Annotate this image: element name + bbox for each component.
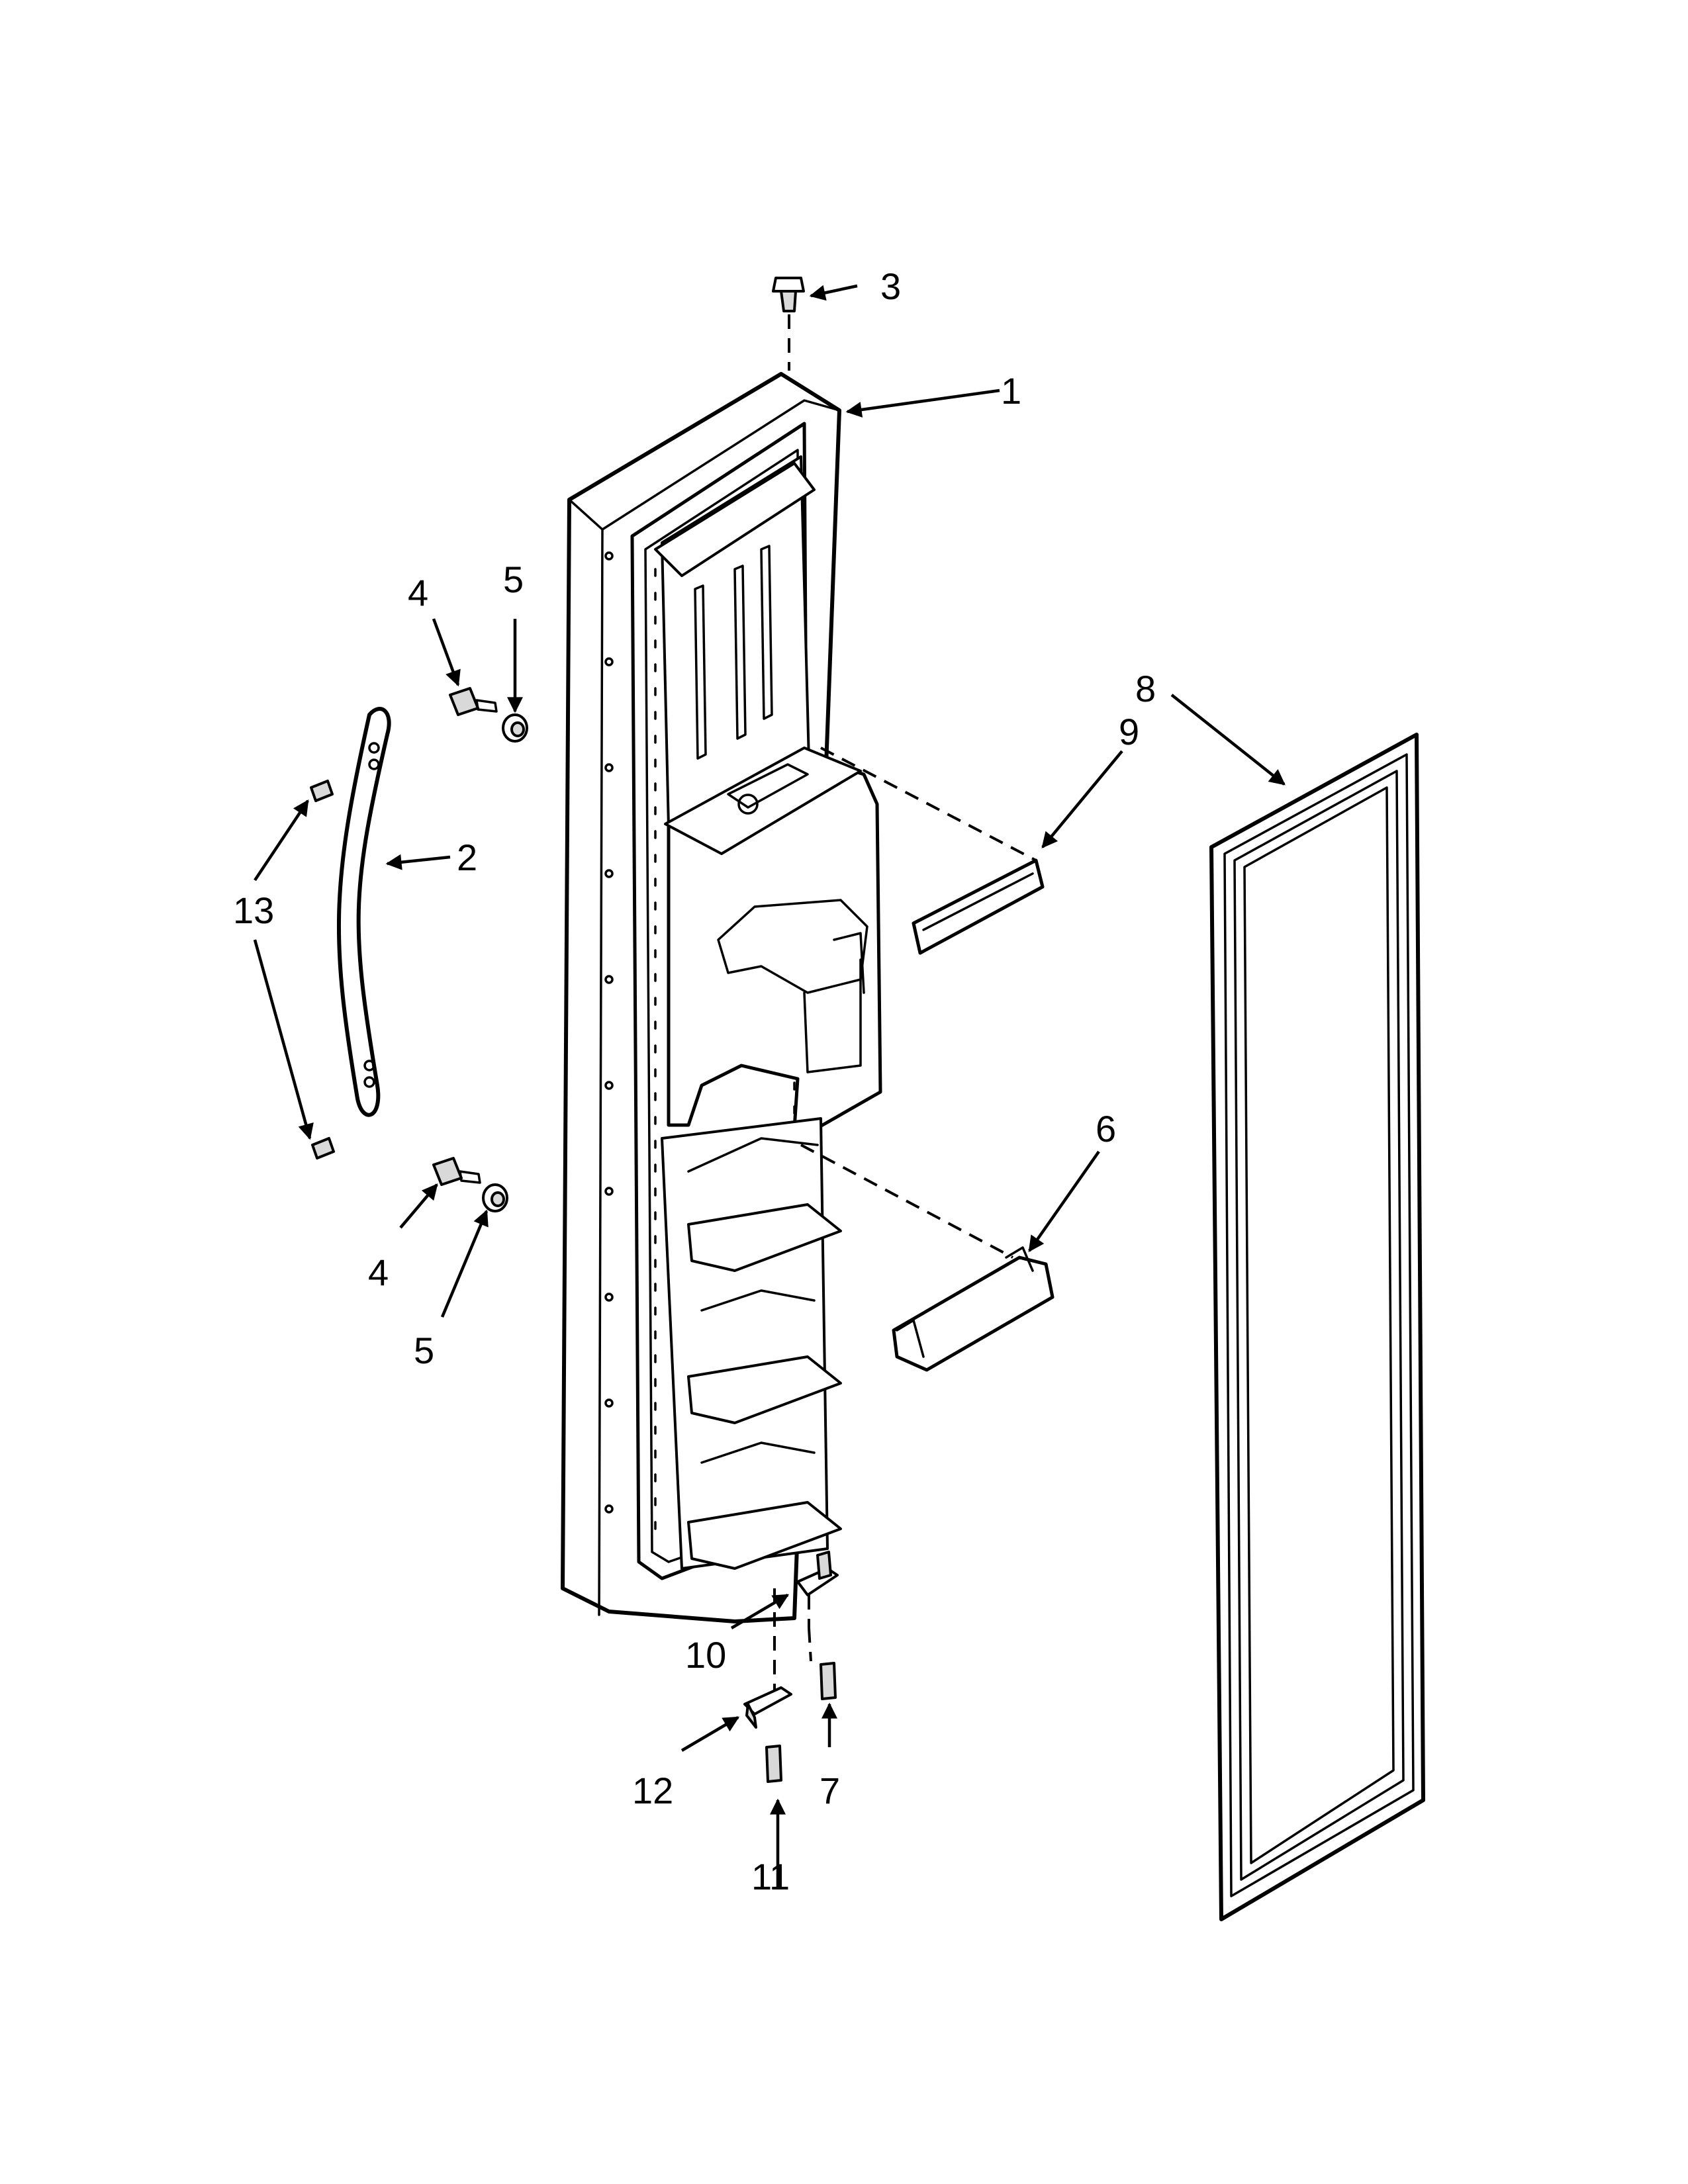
hinge-screw-lower[interactable] xyxy=(765,1745,782,1783)
handle-spacer-lower[interactable] xyxy=(482,1183,508,1212)
door-handle[interactable] xyxy=(336,707,391,1117)
callout-1: 1 xyxy=(1001,370,1021,412)
lower-liner-bins xyxy=(661,1117,842,1570)
hinge-screw-right[interactable] xyxy=(808,1627,837,1700)
dispenser-trim[interactable] xyxy=(820,747,1045,955)
callout-9: 9 xyxy=(1119,711,1139,752)
leader-lines xyxy=(253,284,1286,1889)
handle-spacer-upper[interactable] xyxy=(502,713,528,743)
upper-liner-panel xyxy=(654,455,816,829)
callout-5: 5 xyxy=(414,1330,434,1371)
handle-screw-upper[interactable] xyxy=(449,687,498,716)
callout-4: 4 xyxy=(368,1251,389,1293)
callout-12: 12 xyxy=(632,1770,673,1811)
callout-10: 10 xyxy=(685,1634,726,1676)
callout-labels: 3 1 4 5 2 13 4 5 8 9 6 10 7 12 11 xyxy=(233,265,1156,1897)
door-shelf-bin[interactable] xyxy=(800,1144,1055,1372)
callout-2: 2 xyxy=(457,837,477,878)
door-gasket[interactable] xyxy=(1209,733,1425,1921)
door-assembly[interactable] xyxy=(561,372,882,1623)
callout-5: 5 xyxy=(503,559,524,600)
callout-7: 7 xyxy=(820,1770,840,1811)
handle-screw-lower[interactable] xyxy=(432,1157,481,1186)
handle-set-screws[interactable] xyxy=(310,780,335,1160)
callout-13: 13 xyxy=(233,889,274,931)
dispenser-housing xyxy=(664,747,882,1134)
hinge-pin-shim[interactable] xyxy=(743,1588,792,1729)
top-hinge-bushing[interactable] xyxy=(772,277,805,371)
callout-8: 8 xyxy=(1135,668,1156,709)
callout-3: 3 xyxy=(880,265,901,307)
callout-11: 11 xyxy=(751,1856,790,1897)
lower-hinge-bracket[interactable] xyxy=(796,1551,839,1628)
callout-6: 6 xyxy=(1096,1108,1116,1150)
door-flange-holes xyxy=(604,551,614,1514)
callout-4: 4 xyxy=(408,572,428,614)
